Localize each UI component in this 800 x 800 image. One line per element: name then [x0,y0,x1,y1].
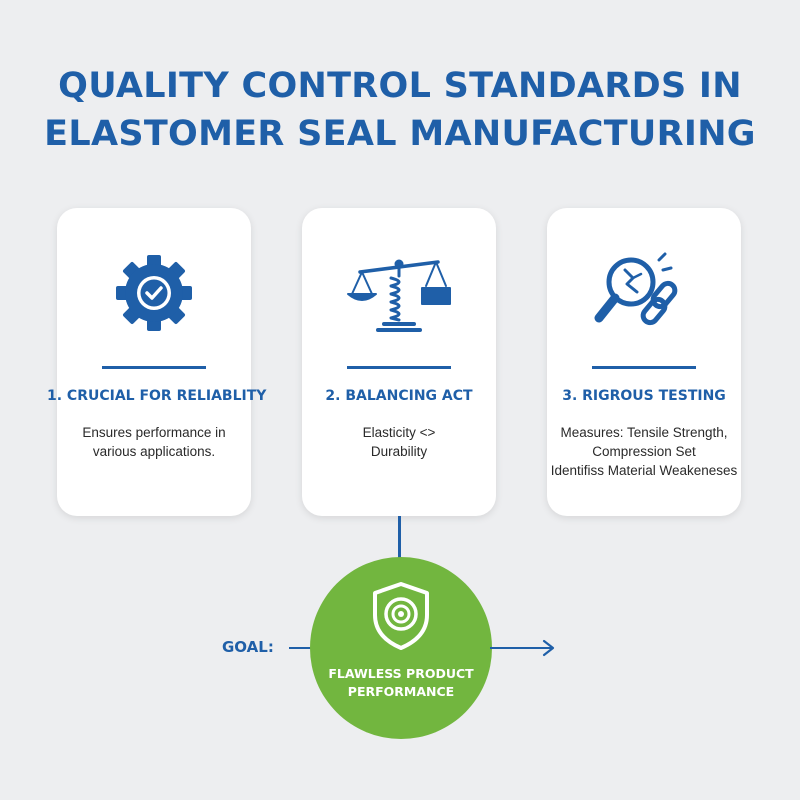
card-heading: 2. BALANCING ACT [325,388,473,404]
goal-circle: FLAWLESS PRODUCT PERFORMANCE [310,557,492,739]
card-balancing: 2. BALANCING ACT Elasticity <> Durabilit… [302,208,496,516]
card-heading: 1. CRUCIAL FOR RELIABLITY [47,388,267,404]
goal-text: FLAWLESS PRODUCT PERFORMANCE [328,666,474,699]
connector-line [398,516,401,564]
card-heading: 3. RIGROUS TESTING [562,388,726,404]
title-line-2: ELASTOMER SEAL MANUFACTURING [44,114,756,154]
card-body: Measures: Tensile Strength, Compression … [550,425,738,478]
shield-target-icon [369,581,433,651]
goal-connector-left [289,647,311,649]
magnifier-chain-icon [589,248,699,338]
card-body: Elasticity <> Durability [362,425,436,459]
card-testing: 3. RIGROUS TESTING Measures: Tensile Str… [547,208,741,516]
arrow-right-icon [490,638,560,658]
card-divider [592,366,696,369]
balance-scale-spring-icon [344,248,454,338]
card-reliability: 1. CRUCIAL FOR RELIABLITY Ensures perfor… [47,208,266,516]
title-line-1: QUALITY CONTROL STANDARDS IN [58,66,742,106]
goal-label: GOAL: [222,638,274,656]
card-divider [347,366,451,369]
gear-check-icon [99,248,209,338]
card-body: Ensures performance in various applicati… [82,425,226,459]
page-title: QUALITY CONTROL STANDARDS IN ELASTOMER S… [0,62,800,158]
card-divider [102,366,206,369]
